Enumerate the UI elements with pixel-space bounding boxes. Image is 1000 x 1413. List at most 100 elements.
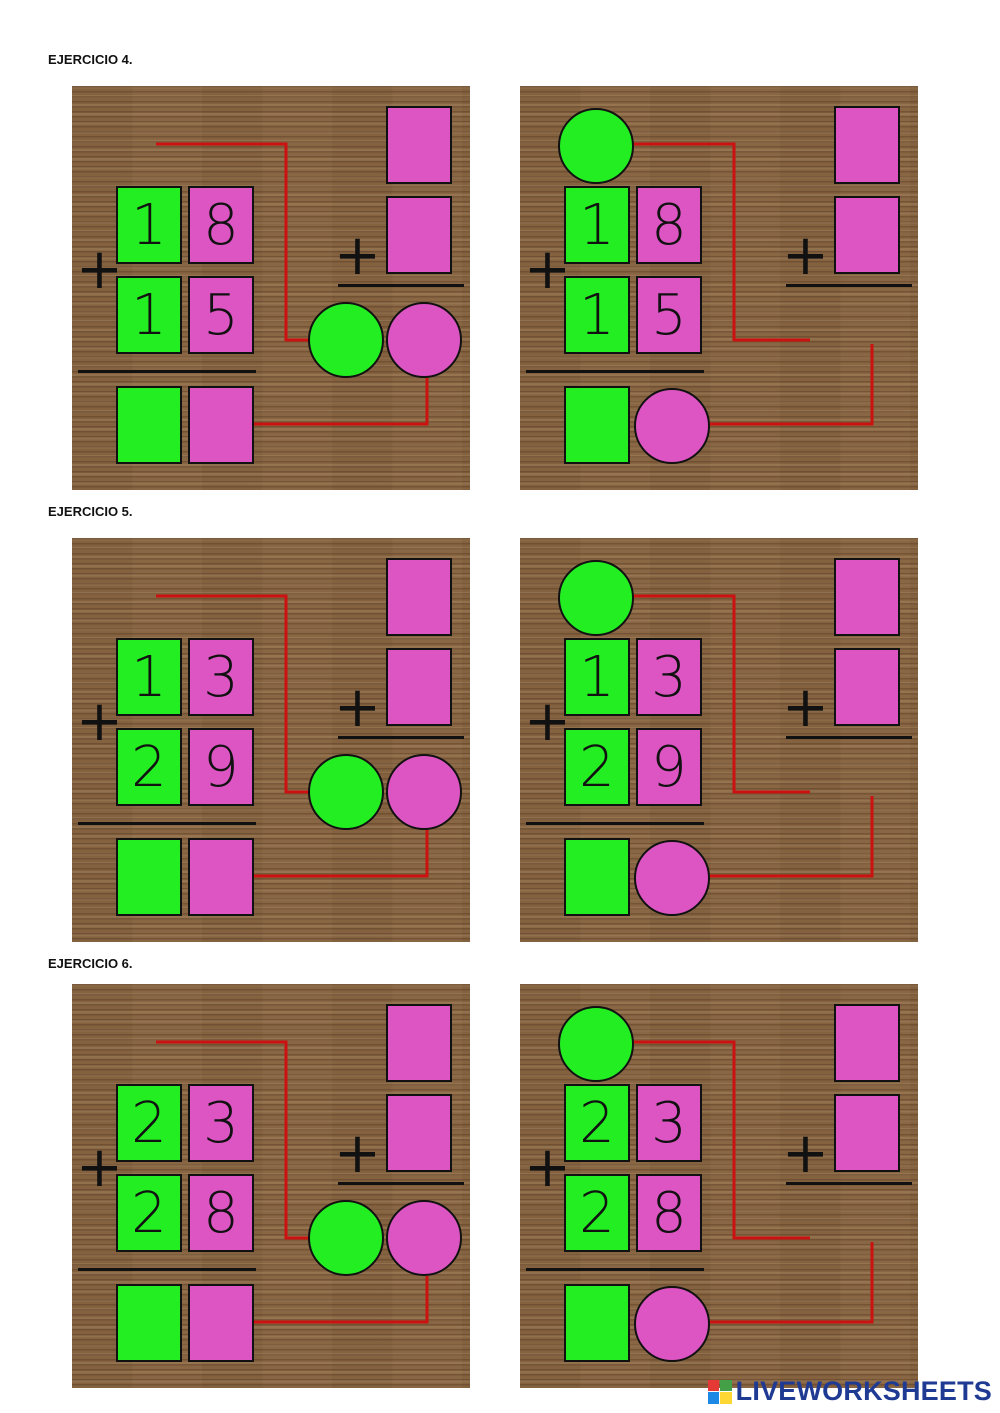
connector-line (232, 1276, 429, 1324)
result-units-circle[interactable] (634, 1286, 710, 1362)
answer-box-top[interactable] (834, 106, 900, 184)
sum-line (78, 822, 256, 825)
top-units-digit: 3 (636, 638, 702, 716)
result-tens-box[interactable] (116, 1284, 182, 1362)
result-tens-box[interactable] (116, 838, 182, 916)
top-units-digit: 3 (636, 1084, 702, 1162)
carry-connectors (634, 1040, 874, 1324)
carry-tens-circle[interactable] (308, 1200, 384, 1276)
bottom-tens-digit: 1 (116, 276, 182, 354)
connector-line (156, 594, 310, 794)
plus-sign: + (334, 675, 381, 740)
result-units-box[interactable] (188, 1284, 254, 1362)
top-tens-digit: 1 (564, 638, 630, 716)
bottom-tens-digit: 2 (564, 728, 630, 806)
sum-line (786, 736, 912, 739)
carry-units-circle[interactable] (386, 302, 462, 378)
connector-line (634, 1040, 810, 1240)
sum-line (526, 1268, 704, 1271)
bottom-units-digit: 8 (188, 1174, 254, 1252)
answer-box-top[interactable] (386, 1004, 452, 1082)
plus-sign: + (76, 1135, 123, 1200)
result-units-box[interactable] (188, 838, 254, 916)
connector-line (156, 1040, 310, 1240)
answer-box-top[interactable] (386, 106, 452, 184)
carry-connectors (634, 142, 874, 426)
result-tens-box[interactable] (116, 386, 182, 464)
plus-sign: + (524, 1135, 571, 1200)
bottom-tens-digit: 2 (564, 1174, 630, 1252)
carry-circle[interactable] (558, 560, 634, 636)
sum-line (338, 736, 464, 739)
answer-box-bottom[interactable] (834, 648, 900, 726)
sum-line (78, 1268, 256, 1271)
answer-box-top[interactable] (386, 558, 452, 636)
connector-line (710, 344, 874, 426)
answer-box-bottom[interactable] (834, 1094, 900, 1172)
sum-line (786, 284, 912, 287)
result-units-circle[interactable] (634, 840, 710, 916)
bottom-units-digit: 9 (188, 728, 254, 806)
connector-line (156, 142, 310, 342)
sum-line (78, 370, 256, 373)
top-tens-digit: 2 (564, 1084, 630, 1162)
top-units-digit: 3 (188, 638, 254, 716)
plus-sign: + (782, 1121, 829, 1186)
bottom-units-digit: 5 (636, 276, 702, 354)
exercise-title: EJERCICIO 4. (48, 52, 133, 67)
sum-line (338, 1182, 464, 1185)
carry-units-circle[interactable] (386, 754, 462, 830)
sum-line (526, 370, 704, 373)
bottom-units-digit: 8 (636, 1174, 702, 1252)
sum-line (526, 822, 704, 825)
exercise-title: EJERCICIO 5. (48, 504, 133, 519)
top-tens-digit: 1 (116, 638, 182, 716)
top-tens-digit: 1 (116, 186, 182, 264)
result-tens-box[interactable] (564, 386, 630, 464)
result-units-box[interactable] (188, 386, 254, 464)
top-tens-digit: 1 (564, 186, 630, 264)
result-tens-box[interactable] (564, 838, 630, 916)
plus-sign: + (334, 1121, 381, 1186)
connector-line (710, 1242, 874, 1324)
answer-box-bottom[interactable] (386, 648, 452, 726)
answer-box-top[interactable] (834, 558, 900, 636)
exercise-title: EJERCICIO 6. (48, 956, 133, 971)
result-units-circle[interactable] (634, 388, 710, 464)
answer-box-bottom[interactable] (386, 1094, 452, 1172)
connector-line (232, 378, 429, 426)
carry-tens-circle[interactable] (308, 754, 384, 830)
carry-units-circle[interactable] (386, 1200, 462, 1276)
carry-circle[interactable] (558, 108, 634, 184)
answer-box-top[interactable] (834, 1004, 900, 1082)
bottom-tens-digit: 2 (116, 728, 182, 806)
plus-sign: + (524, 237, 571, 302)
result-tens-box[interactable] (564, 1284, 630, 1362)
carry-connectors (156, 1040, 429, 1324)
answer-box-bottom[interactable] (834, 196, 900, 274)
connector-line (634, 142, 810, 342)
carry-tens-circle[interactable] (308, 302, 384, 378)
top-units-digit: 8 (188, 186, 254, 264)
answer-box-bottom[interactable] (386, 196, 452, 274)
carry-connectors (634, 594, 874, 878)
plus-sign: + (524, 689, 571, 754)
bottom-units-digit: 5 (188, 276, 254, 354)
connector-line (634, 594, 810, 794)
bottom-tens-digit: 2 (116, 1174, 182, 1252)
top-tens-digit: 2 (116, 1084, 182, 1162)
plus-sign: + (334, 223, 381, 288)
watermark-text: LIVEWORKSHEETS (735, 1376, 992, 1406)
connector-line (232, 830, 429, 878)
carry-circle[interactable] (558, 1006, 634, 1082)
watermark: LIVEWORKSHEETS (707, 1376, 992, 1407)
connector-line (710, 796, 874, 878)
plus-sign: + (782, 223, 829, 288)
plus-sign: + (76, 237, 123, 302)
